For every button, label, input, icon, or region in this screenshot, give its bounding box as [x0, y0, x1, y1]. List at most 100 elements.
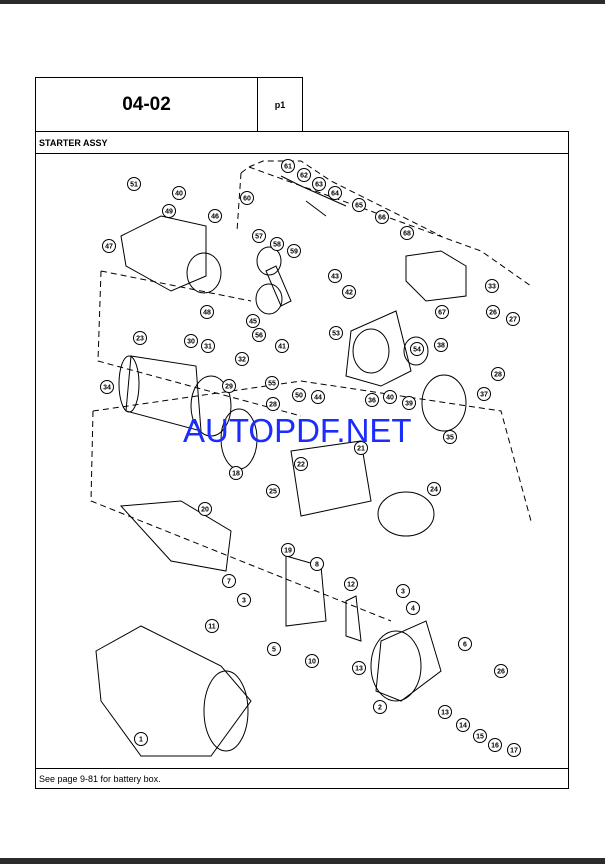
callout-number: 23: [136, 336, 144, 343]
callout-number: 58: [273, 242, 281, 249]
callout-51: 51: [127, 177, 141, 191]
callout-circle: [477, 387, 491, 401]
callout-circle: [281, 159, 295, 173]
callout-circle: [402, 396, 416, 410]
callout-number: 47: [105, 244, 113, 251]
callout-38: 38: [434, 338, 448, 352]
callout-number: 33: [488, 284, 496, 291]
callout-number: 57: [255, 234, 263, 241]
callout-3: 3: [237, 593, 251, 607]
callout-circle: [134, 732, 148, 746]
callout-33: 33: [485, 279, 499, 293]
top-bar: [0, 0, 605, 4]
callout-number: 66: [378, 215, 386, 222]
callout-number: 56: [255, 333, 263, 340]
callout-24: 24: [427, 482, 441, 496]
callout-3: 3: [396, 584, 410, 598]
callout-66: 66: [375, 210, 389, 224]
callout-20: 20: [198, 502, 212, 516]
callout-25: 25: [266, 484, 280, 498]
callout-circle: [201, 339, 215, 353]
callout-67: 67: [435, 305, 449, 319]
callout-48: 48: [200, 305, 214, 319]
callout-62: 62: [297, 168, 311, 182]
callout-circle: [443, 430, 457, 444]
callout-number: 65: [355, 203, 363, 210]
callout-number: 13: [355, 666, 363, 673]
callout-circle: [133, 331, 147, 345]
callout-54: 54: [410, 342, 424, 356]
callout-circle: [292, 388, 306, 402]
callout-number: 16: [491, 743, 499, 750]
callout-number: 19: [284, 548, 292, 555]
callout-63: 63: [312, 177, 326, 191]
callout-23: 23: [133, 331, 147, 345]
callout-circle: [396, 584, 410, 598]
callout-circle: [311, 390, 325, 404]
callout-8: 8: [310, 557, 324, 571]
callout-49: 49: [162, 204, 176, 218]
callout-number: 50: [295, 393, 303, 400]
callout-circle: [198, 502, 212, 516]
callout-41: 41: [275, 339, 289, 353]
callout-number: 7: [227, 579, 231, 586]
callout-circle: [438, 705, 452, 719]
callout-44: 44: [311, 390, 325, 404]
callout-circle: [229, 466, 243, 480]
callout-circle: [488, 738, 502, 752]
callout-circle: [267, 642, 281, 656]
watermark: AUTOPDF.NET: [183, 412, 412, 449]
callout-circle: [427, 482, 441, 496]
callout-number: 38: [437, 343, 445, 350]
callout-number: 43: [331, 274, 339, 281]
callout-number: 39: [405, 401, 413, 408]
callout-number: 26: [497, 669, 505, 676]
callout-circle: [235, 352, 249, 366]
callout-circle: [373, 700, 387, 714]
callout-circle: [100, 380, 114, 394]
callout-30: 30: [184, 334, 198, 348]
callout-number: 15: [476, 734, 484, 741]
callout-number: 35: [446, 435, 454, 442]
callout-number: 31: [204, 344, 212, 351]
callout-34: 34: [100, 380, 114, 394]
callout-number: 20: [201, 507, 209, 514]
callout-number: 1: [139, 737, 143, 744]
callout-circle: [365, 393, 379, 407]
callout-circle: [456, 718, 470, 732]
callout-56: 56: [252, 328, 266, 342]
callout-circle: [252, 328, 266, 342]
page-label: p1: [257, 77, 303, 132]
callout-46: 46: [208, 209, 222, 223]
callout-40: 40: [383, 390, 397, 404]
callout-circle: [329, 326, 343, 340]
callout-circle: [266, 484, 280, 498]
callout-number: 10: [308, 659, 316, 666]
callout-number: 60: [243, 196, 251, 203]
callout-58: 58: [270, 237, 284, 251]
callout-45: 45: [246, 314, 260, 328]
callout-circle: [507, 743, 521, 757]
callout-59: 59: [287, 244, 301, 258]
callout-circle: [246, 314, 260, 328]
callout-27: 27: [506, 312, 520, 326]
callout-number: 6: [463, 642, 467, 649]
callout-number: 5: [272, 647, 276, 654]
bottom-bar: [0, 858, 605, 864]
callout-circle: [240, 191, 254, 205]
callout-circle: [352, 198, 366, 212]
callout-number: 55: [268, 381, 276, 388]
callout-number: 13: [441, 710, 449, 717]
callout-circle: [237, 593, 251, 607]
callout-35: 35: [443, 430, 457, 444]
callout-number: 2: [378, 705, 382, 712]
page-title: STARTER ASSY: [35, 131, 569, 154]
callout-number: 40: [175, 191, 183, 198]
callout-circle: [435, 305, 449, 319]
callout-number: 30: [187, 339, 195, 346]
callout-42: 42: [342, 285, 356, 299]
callout-circle: [400, 226, 414, 240]
callout-number: 61: [284, 164, 292, 171]
callout-36: 36: [365, 393, 379, 407]
